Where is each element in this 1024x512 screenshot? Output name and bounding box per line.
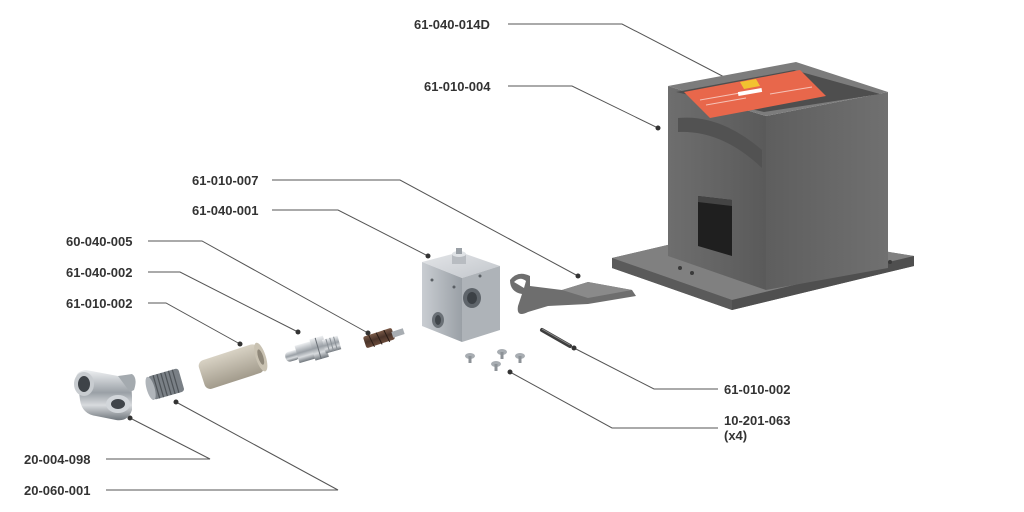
- callout-label-20-004-098: 20-004-098: [24, 452, 91, 467]
- leader-dot: [575, 273, 581, 279]
- leader-dot: [237, 341, 243, 347]
- hose-fitting-part: [285, 335, 342, 364]
- callout-label-61-010-002-left: 61-010-002: [66, 296, 133, 311]
- callout-label-61-010-004: 61-010-004: [424, 79, 491, 94]
- leader-line-20-004-098: [106, 417, 211, 460]
- callout-label-61-040-001: 61-040-001: [192, 203, 259, 218]
- leader-line-61-010-004: [508, 85, 659, 129]
- leader-line-20-060-001: [106, 401, 339, 491]
- callout-label-61-010-007: 61-010-007: [192, 173, 259, 188]
- callout-label-61-040-014D: 61-040-014D: [414, 17, 490, 32]
- leader-dot: [571, 345, 577, 351]
- leader-dot: [127, 415, 133, 421]
- leader-dot: [655, 125, 661, 131]
- leader-dot: [507, 369, 513, 375]
- leader-lines: [106, 23, 731, 491]
- callout-qty-10-201-063: (x4): [724, 428, 748, 443]
- leader-line-61-010-007: [272, 179, 579, 277]
- valve-cartridge-part: [363, 328, 405, 348]
- lever-part: [510, 273, 636, 314]
- leader-line-61-040-001: [272, 209, 429, 257]
- leader-line-61-010-002-left: [148, 302, 241, 345]
- screws-part: [465, 349, 525, 371]
- leader-line-61-040-014D: [508, 23, 731, 81]
- leader-dot: [173, 399, 179, 405]
- callout-label-10-201-063: 10-201-063: [724, 413, 791, 428]
- callout-label-61-040-002: 61-040-002: [66, 265, 133, 280]
- callout-label-20-060-001: 20-060-001: [24, 483, 91, 498]
- leader-line-10-201-063: [509, 371, 718, 429]
- valve-block-part: [422, 248, 500, 342]
- callout-label-61-010-002-right: 61-010-002: [724, 382, 791, 397]
- leader-dot: [295, 329, 301, 335]
- elbow-fitting-part: [74, 370, 136, 421]
- leader-line-61-040-002: [148, 271, 299, 333]
- warning-label-part: [684, 70, 826, 118]
- leader-line-60-040-005: [148, 240, 369, 334]
- pipe-nipple-part: [145, 368, 184, 400]
- filter-muffler-part: [198, 342, 268, 389]
- leader-line-61-010-002-right: [573, 347, 718, 390]
- pin-part: [540, 328, 572, 348]
- callout-label-60-040-005: 60-040-005: [66, 234, 133, 249]
- leader-dot: [425, 253, 431, 259]
- leader-dot: [365, 330, 371, 336]
